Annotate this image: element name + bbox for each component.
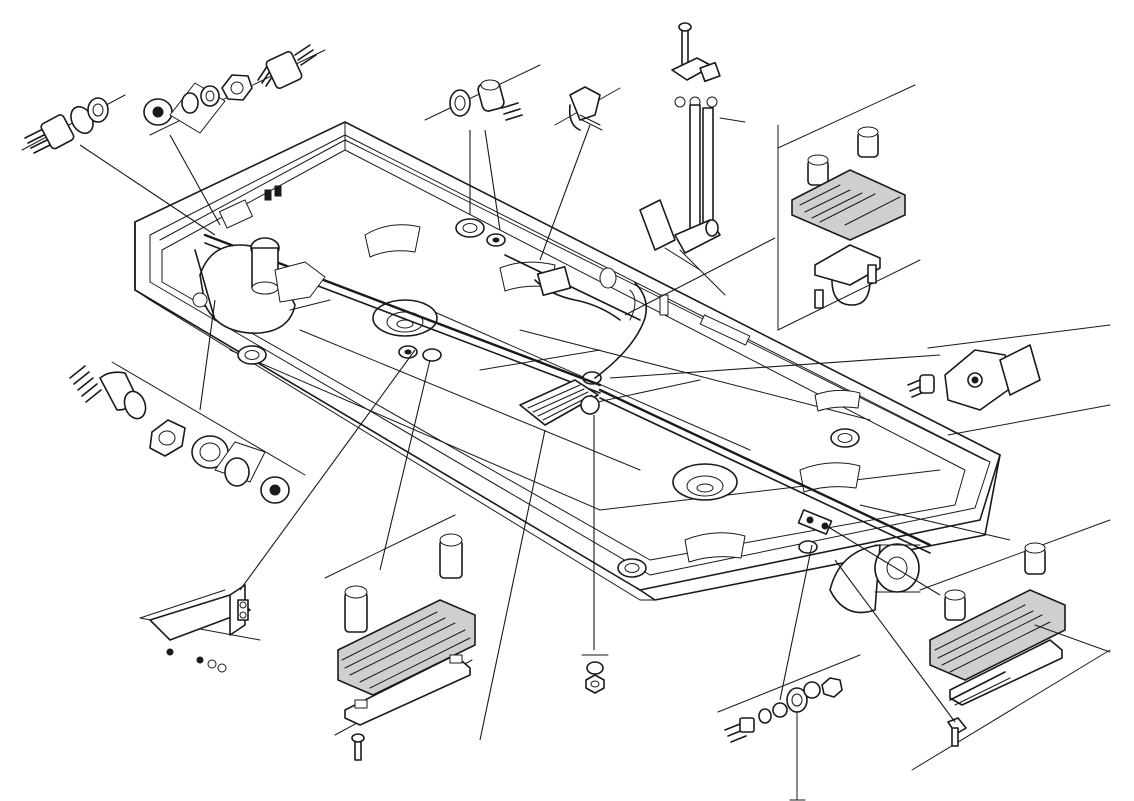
base-pan <box>134 121 1001 601</box>
grommet-5-icon <box>486 233 506 247</box>
grommet-6-icon <box>398 345 418 359</box>
center-coupling-icon <box>519 379 600 426</box>
pedal-linkage <box>639 22 746 296</box>
bolt-lower-icon <box>351 733 365 761</box>
pulley-right <box>829 543 921 614</box>
rod-clamp-right-icon <box>797 509 833 535</box>
rod-right-icon <box>1034 624 1111 653</box>
threaded-stud-icon <box>24 105 94 154</box>
grommet-4-icon <box>617 558 647 578</box>
grommet-9-icon <box>798 540 818 554</box>
grommet-7-icon <box>422 348 442 362</box>
flange-cap-right-icon <box>907 324 1111 436</box>
washer-icon <box>87 97 109 123</box>
grommet-3-icon <box>830 428 860 448</box>
nut-center-icon <box>581 654 609 694</box>
flange-plate-left-icon <box>372 299 438 337</box>
hardware-nuts-bolts <box>581 415 609 694</box>
hardware-lower-right-icon <box>717 654 861 801</box>
fitting-top-center <box>424 64 541 121</box>
fitting-lower-left <box>69 361 306 504</box>
mounting-grommets <box>237 218 860 578</box>
flange-plate-right-icon <box>672 463 738 501</box>
bearing-block-right <box>911 519 1111 771</box>
motor-housing <box>192 237 331 334</box>
bearing-block-left <box>324 514 476 736</box>
fitting-upper-left <box>21 94 126 154</box>
wiring-harness <box>534 265 648 379</box>
clip-top-icon <box>554 86 621 131</box>
fitting-upper-mid <box>143 44 326 136</box>
grommet-1-icon <box>237 345 267 365</box>
shaft-clamp <box>139 584 261 673</box>
grommet-2-icon <box>455 218 485 238</box>
bearing-block-upper <box>777 84 921 331</box>
